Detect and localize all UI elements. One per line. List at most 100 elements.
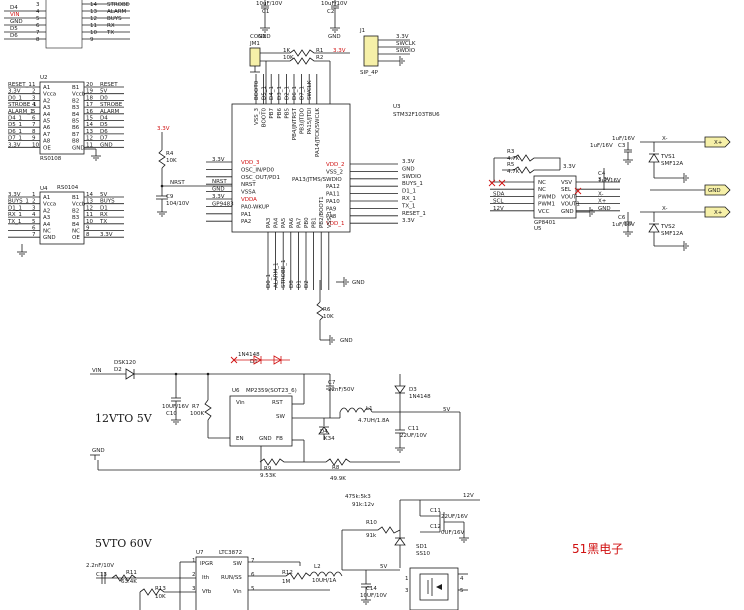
pin-number: 19 <box>86 89 93 95</box>
v33-label: 3.3V <box>333 48 346 54</box>
net-label: STROBE_1 <box>8 102 37 108</box>
pin-name: PA2 <box>241 219 251 225</box>
svg-text:5: 5 <box>251 586 255 592</box>
tvs2-ref: TVS2 <box>660 224 675 230</box>
net-label: D0 <box>100 95 108 101</box>
pin-number: 13 <box>86 199 93 205</box>
buck-title: 12VTO 5V <box>95 412 153 425</box>
pin-name: VSS_3 <box>254 108 260 125</box>
top-left-connector: 3 14 STROBE 4 13 ALARM 5 12 BUYS 6 11 RX… <box>4 0 130 49</box>
pin-number: 7 <box>32 122 36 128</box>
net-label: BUYS_1 <box>402 181 423 187</box>
net-label: D7_1 <box>300 86 306 100</box>
pin-name: NRST <box>241 182 256 188</box>
pin-number: 2 <box>32 89 36 95</box>
c6-ref: C6 <box>618 215 626 221</box>
c11-value: 22UF/16V <box>441 514 468 520</box>
u7-pin: Ith <box>202 575 210 581</box>
top-capacitors: 10uF/10V C1 GND 10uF/10V C2 GND <box>256 0 347 40</box>
pin-name: VDD_3 <box>241 160 260 166</box>
pin-name: B6 <box>72 125 80 131</box>
c12-ref: C12 <box>430 524 441 530</box>
buck-converter-section: 12VTO 5V VIN DSK120 D2 10UF/16V C10 R7 1… <box>90 352 461 482</box>
net-label: RX_1 <box>8 212 22 218</box>
pin-name: NC <box>43 229 51 235</box>
u4-part: RS0104 <box>57 185 79 191</box>
v33-label: 3.3V <box>563 164 576 170</box>
net-label: D1_1 <box>8 205 22 211</box>
net-label: D4_1 <box>269 86 275 100</box>
net-label: 3.3V <box>8 192 21 198</box>
net-label: 12V <box>493 206 504 212</box>
pin-name: A7 <box>43 132 51 138</box>
c10-ref: C10 <box>166 411 177 417</box>
svg-text:4: 4 <box>460 576 464 582</box>
pin-name: B3 <box>72 105 80 111</box>
c12-value: 0UF/16V <box>441 530 465 536</box>
u6-pin: Vin <box>236 400 245 406</box>
net-label: 3.3V <box>212 194 225 200</box>
pin-number: 12 <box>86 136 93 142</box>
pin-name: PA5 <box>281 217 287 228</box>
pin-number: 7 <box>32 232 36 238</box>
j1-pin-label: SWCLK <box>396 41 416 47</box>
pin-number: 2 <box>32 199 36 205</box>
c2-ref: C2 <box>327 9 334 15</box>
net-label: STROBE_1 <box>281 260 287 289</box>
c13-value: 2.2nF/10V <box>86 563 114 569</box>
net-label: BUYS <box>107 16 122 22</box>
net-label: SCL <box>493 199 504 205</box>
r7-value: 100K <box>190 411 204 417</box>
net-label: D5 <box>100 122 108 128</box>
pin-name: A5 <box>43 119 51 125</box>
r8-value: 49.9K <box>330 476 346 482</box>
pin-number: 9 <box>32 136 36 142</box>
net-label: X+ <box>598 199 607 205</box>
pin-name: PA12 <box>326 184 340 190</box>
r4-value: 10K <box>166 158 177 164</box>
pin-number: 11 <box>86 212 93 218</box>
d2-part: DSK120 <box>114 360 136 366</box>
pin-name: B4 <box>72 222 80 228</box>
pin-number: 6 <box>32 226 36 232</box>
d3-part: 1N4148 <box>409 394 431 400</box>
u5-ref: U5 <box>534 226 542 232</box>
c1-value: 10uF/10V <box>256 1 282 7</box>
tvs1-ref: TVS1 <box>660 154 675 160</box>
pin-name: NC <box>538 180 546 186</box>
pin-name: B3 <box>72 215 80 221</box>
u7-ref: U7 <box>196 550 204 556</box>
d4-value: K34 <box>324 436 335 442</box>
svg-text:1: 1 <box>192 558 196 564</box>
pin-number: 20 <box>86 82 93 88</box>
boost-title: 5VTO 60V <box>95 537 153 550</box>
c7-ref: C7 <box>328 380 336 386</box>
gnd-label: GND <box>92 448 105 454</box>
c9-ref: C9 <box>166 194 174 200</box>
pin-number: 3 <box>32 95 36 101</box>
pin-number: 18 <box>86 95 93 101</box>
pin-name: PA15/JTDI <box>307 108 313 135</box>
pin-num: 9 <box>90 37 94 43</box>
net-label: 3.3V <box>402 218 415 224</box>
xplus-flag: X+ <box>714 140 723 146</box>
c7-value: 22nF/50V <box>328 387 354 393</box>
r11-ref: R11 <box>126 570 137 576</box>
r6-value: 10K <box>323 314 334 320</box>
pin-num: 13 <box>90 9 97 15</box>
gnd-label: GND <box>352 280 365 286</box>
r7-ref: R7 <box>192 404 200 410</box>
pin-name: PB7 <box>269 108 275 119</box>
pin-name: PB2/BOOT1 <box>319 196 325 228</box>
pin-name: NC <box>72 229 80 235</box>
r1-ref: R1 <box>316 48 323 54</box>
pin-name: GND <box>43 235 56 241</box>
net-label: BUYS_1 <box>8 199 29 205</box>
brand-watermark: 51黑电子 <box>572 542 623 556</box>
pin-name: A3 <box>43 105 51 111</box>
pin-number: 14 <box>86 192 93 198</box>
u7-part: LTC3872 <box>219 550 242 556</box>
r6-resistor: R6 10K GND GND <box>316 277 365 345</box>
pin-name: VOUT <box>561 194 577 200</box>
